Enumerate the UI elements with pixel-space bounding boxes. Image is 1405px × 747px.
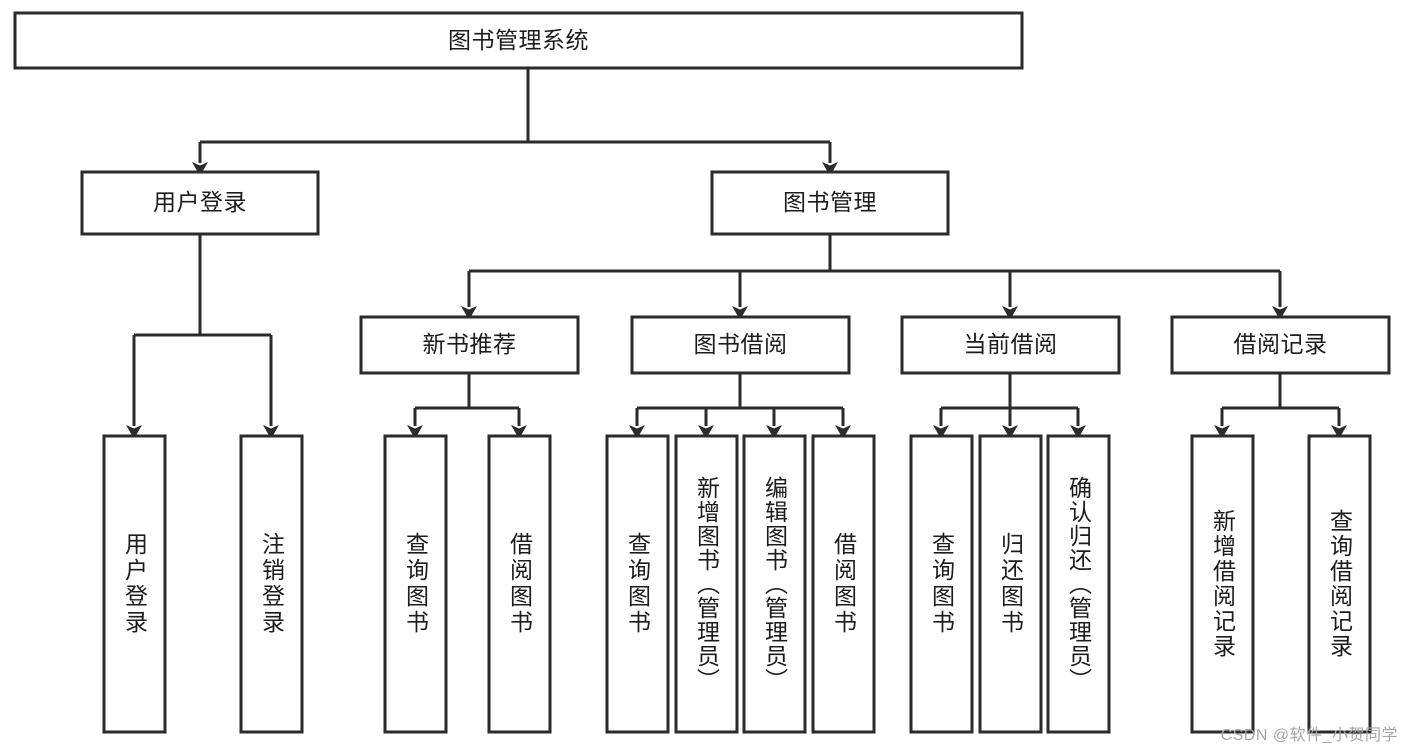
node-box-leaf-rec-query-record[interactable] bbox=[1307, 434, 1372, 734]
csdn-watermark: CSDN @软件_小贺同学 bbox=[1220, 727, 1398, 744]
node-box-new-book-rec[interactable] bbox=[359, 315, 580, 375]
node-box-leaf-rec-query[interactable] bbox=[383, 434, 448, 734]
node-box-leaf-user-login[interactable] bbox=[102, 434, 167, 734]
node-box-leaf-cur-query[interactable] bbox=[909, 434, 974, 734]
node-box-leaf-borrow-lend[interactable] bbox=[811, 434, 876, 734]
node-box-leaf-cur-return[interactable] bbox=[978, 434, 1043, 734]
node-box-leaf-rec-borrow[interactable] bbox=[487, 434, 552, 734]
node-box-leaf-borrow-add[interactable] bbox=[674, 434, 739, 734]
node-box-current-borrow[interactable] bbox=[900, 315, 1121, 375]
node-box-leaf-borrow-edit[interactable] bbox=[742, 434, 807, 734]
node-box-root[interactable] bbox=[13, 11, 1024, 70]
node-box-book-manage[interactable] bbox=[710, 170, 950, 236]
node-box-leaf-borrow-query[interactable] bbox=[605, 434, 670, 734]
node-box-user-login[interactable] bbox=[80, 170, 320, 236]
node-box-leaf-cur-confirm[interactable] bbox=[1046, 434, 1111, 734]
node-box-book-borrow[interactable] bbox=[630, 315, 851, 375]
node-box-borrow-record[interactable] bbox=[1170, 315, 1391, 375]
node-box-leaf-user-logout[interactable] bbox=[239, 434, 304, 734]
node-box-leaf-rec-add[interactable] bbox=[1190, 434, 1255, 734]
